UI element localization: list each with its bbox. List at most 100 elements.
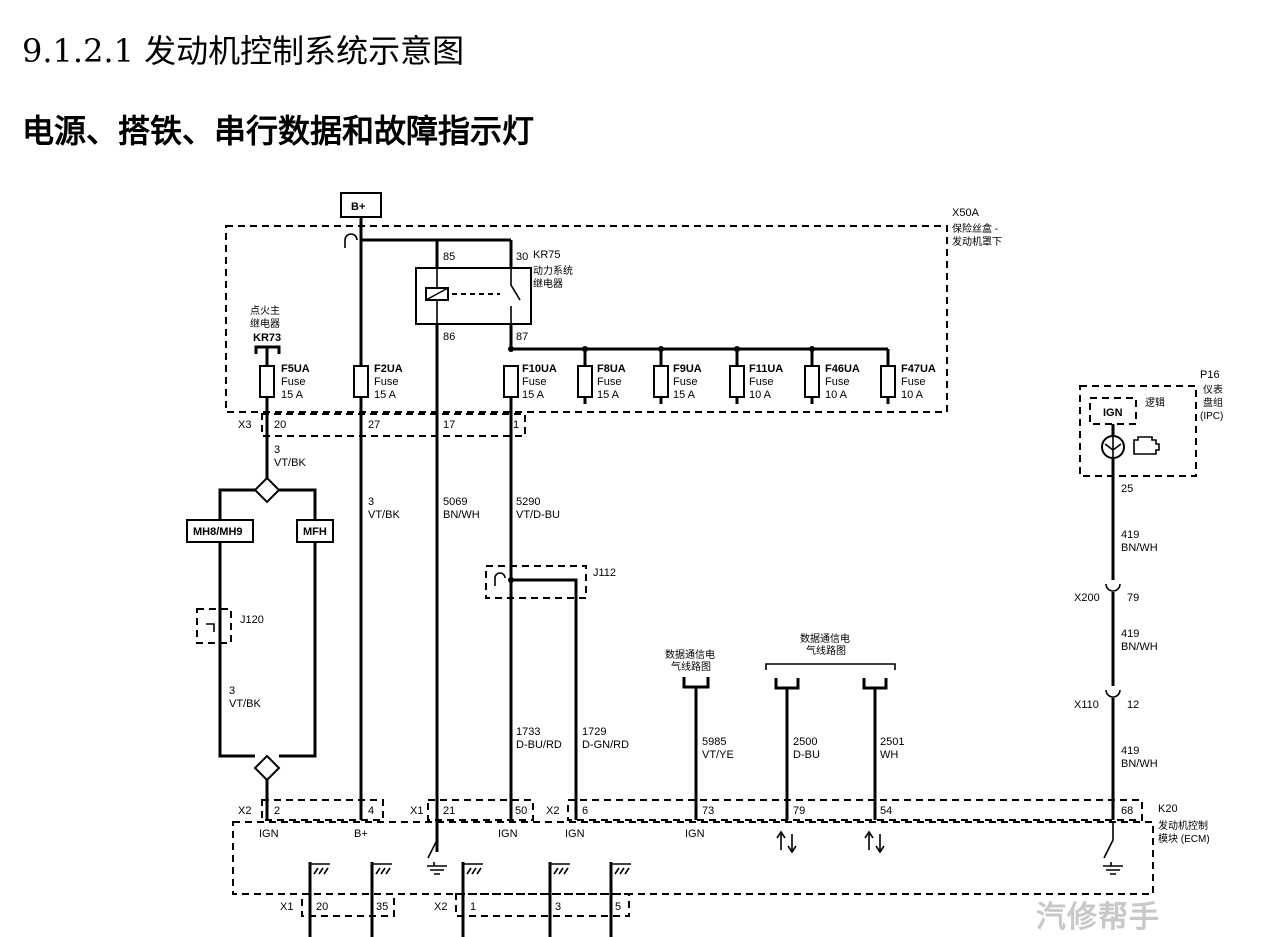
relay-kr73-desc-2: 继电器 bbox=[250, 317, 280, 330]
relay-pin-30: 30 bbox=[516, 251, 528, 263]
ecm-x2-connector bbox=[261, 799, 384, 821]
data-comm-ref-1-line2: 气线路图 bbox=[671, 660, 711, 673]
splice-diamond-bottom bbox=[253, 754, 281, 782]
svg-text:BN/WH: BN/WH bbox=[1121, 641, 1158, 653]
svg-text:X200: X200 bbox=[1074, 592, 1100, 604]
svg-text:3: 3 bbox=[368, 496, 374, 508]
svg-text:VT/D-BU: VT/D-BU bbox=[516, 509, 560, 521]
svg-text:3: 3 bbox=[274, 444, 280, 456]
splice-branches bbox=[218, 488, 317, 758]
svg-text:2501: 2501 bbox=[880, 736, 904, 748]
svg-text:逻辑: 逻辑 bbox=[1145, 396, 1165, 409]
x3-pin-20: 20 bbox=[274, 419, 286, 431]
svg-text:1733: 1733 bbox=[516, 726, 540, 738]
x3-id: X3 bbox=[238, 419, 251, 431]
fuse-block-id: X50A bbox=[952, 207, 980, 219]
ipc-box bbox=[1079, 385, 1197, 477]
svg-text:Fuse: Fuse bbox=[281, 376, 305, 388]
ground-x1-connector bbox=[301, 893, 395, 917]
svg-text:10 A: 10 A bbox=[825, 389, 848, 401]
relay-87-bus bbox=[509, 324, 888, 351]
svg-text:模块 (ECM): 模块 (ECM) bbox=[1158, 833, 1210, 845]
svg-text:D-BU/RD: D-BU/RD bbox=[516, 739, 562, 751]
relay-kr75-desc-2: 继电器 bbox=[533, 277, 563, 290]
fuse-block-desc-1: 保险丝盒 - bbox=[952, 222, 998, 235]
relay-kr73-desc-1: 点火主 bbox=[250, 305, 280, 317]
splice-mfh bbox=[296, 519, 334, 543]
svg-text:Fuse: Fuse bbox=[901, 376, 925, 388]
svg-text:73: 73 bbox=[702, 805, 714, 817]
svg-text:50: 50 bbox=[515, 805, 527, 817]
engine-icon bbox=[1133, 436, 1160, 455]
svg-text:3: 3 bbox=[229, 685, 235, 697]
page-subtitle: 电源、搭铁、串行数据和故障指示灯 bbox=[22, 112, 535, 150]
svg-text:6: 6 bbox=[582, 805, 588, 817]
svg-text:5290: 5290 bbox=[516, 496, 540, 508]
svg-text:F9UA: F9UA bbox=[673, 363, 702, 375]
relay-pin-85: 85 bbox=[443, 251, 455, 263]
svg-text:15 A: 15 A bbox=[522, 389, 545, 401]
bplus-jumper bbox=[344, 233, 358, 248]
ipc-desc-1: 仪表 bbox=[1203, 383, 1223, 396]
svg-text:Fuse: Fuse bbox=[673, 376, 697, 388]
splice-diamond-top bbox=[253, 476, 281, 504]
svg-text:5069: 5069 bbox=[443, 496, 467, 508]
svg-text:Fuse: Fuse bbox=[374, 376, 398, 388]
ecm-data-arrows-1 bbox=[776, 830, 797, 854]
svg-text:X1: X1 bbox=[280, 901, 293, 913]
svg-text:419: 419 bbox=[1121, 628, 1139, 640]
svg-text:F47UA: F47UA bbox=[901, 363, 936, 375]
svg-text:F10UA: F10UA bbox=[522, 363, 557, 375]
svg-text:419: 419 bbox=[1121, 745, 1139, 757]
svg-text:X1: X1 bbox=[410, 805, 423, 817]
svg-text:BN/WH: BN/WH bbox=[1121, 542, 1158, 554]
data-comm-ref-1-line1: 数据通信电 bbox=[665, 648, 715, 661]
svg-text:Fuse: Fuse bbox=[825, 376, 849, 388]
x3-pin-1: 1 bbox=[513, 419, 519, 431]
svg-text:J120: J120 bbox=[240, 614, 264, 626]
svg-text:F46UA: F46UA bbox=[825, 363, 860, 375]
relay-kr73-id: KR73 bbox=[253, 332, 281, 344]
svg-text:54: 54 bbox=[880, 805, 892, 817]
svg-text:20: 20 bbox=[316, 901, 328, 913]
svg-text:F8UA: F8UA bbox=[597, 363, 626, 375]
svg-text:Fuse: Fuse bbox=[522, 376, 546, 388]
fuse-block-desc-2: 发动机罩下 bbox=[952, 235, 1002, 248]
svg-text:Fuse: Fuse bbox=[749, 376, 773, 388]
splice-j112 bbox=[485, 565, 587, 599]
x3-connector bbox=[261, 413, 526, 437]
svg-text:F11UA: F11UA bbox=[749, 363, 783, 375]
relay-contact bbox=[510, 268, 521, 324]
svg-text:MH8/MH9: MH8/MH9 bbox=[193, 526, 243, 538]
svg-text:BN/WH: BN/WH bbox=[1121, 758, 1158, 770]
wire-1729 bbox=[511, 578, 578, 820]
svg-text:IGN: IGN bbox=[565, 828, 585, 840]
svg-text:X110: X110 bbox=[1074, 699, 1099, 711]
relay-pin-86: 86 bbox=[443, 331, 455, 343]
ecm-x1-connector bbox=[427, 799, 534, 821]
svg-text:5985: 5985 bbox=[702, 736, 726, 748]
svg-text:发动机控制: 发动机控制 bbox=[1158, 819, 1208, 832]
svg-text:X2: X2 bbox=[546, 805, 559, 817]
svg-text:79: 79 bbox=[793, 805, 805, 817]
svg-text:J112: J112 bbox=[593, 567, 616, 579]
svg-text:IGN: IGN bbox=[685, 828, 705, 840]
svg-text:VT/BK: VT/BK bbox=[274, 457, 306, 469]
svg-text:IGN: IGN bbox=[1103, 407, 1123, 419]
svg-text:419: 419 bbox=[1121, 529, 1139, 541]
svg-text:MFH: MFH bbox=[303, 526, 327, 538]
watermark: 汽修帮手 bbox=[1036, 900, 1160, 935]
splice-j120 bbox=[196, 608, 232, 644]
svg-text:10 A: 10 A bbox=[901, 389, 924, 401]
svg-text:10 A: 10 A bbox=[749, 389, 772, 401]
x3-pin-27: 27 bbox=[368, 419, 380, 431]
svg-text:X2: X2 bbox=[238, 805, 251, 817]
svg-text:D-GN/RD: D-GN/RD bbox=[582, 739, 629, 751]
data-comm-ref-2-line1: 数据通信电 bbox=[800, 632, 850, 645]
svg-text:IGN: IGN bbox=[498, 828, 518, 840]
